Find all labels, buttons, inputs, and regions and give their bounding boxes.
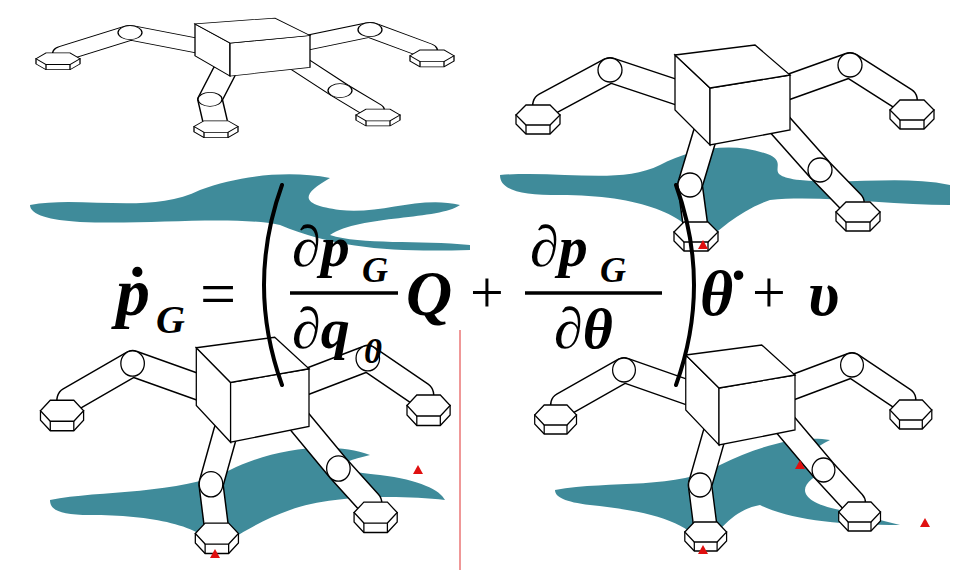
- contact-marker: [210, 240, 930, 558]
- equation-term: Q: [406, 262, 452, 326]
- equation-term: G: [600, 252, 626, 288]
- equation-term: 0: [364, 333, 382, 369]
- equation-term: ∂θ: [554, 300, 613, 358]
- equation-term: ∂p: [530, 218, 588, 276]
- equation-term: θ̇: [700, 262, 733, 326]
- equation-bracket: [264, 185, 694, 385]
- equation-term: ∂q: [292, 300, 350, 358]
- support-region: [30, 148, 950, 550]
- equation-term: ṗ: [116, 258, 150, 326]
- equation-term: +: [470, 262, 504, 322]
- equation-term: G: [362, 252, 388, 288]
- equation-term: υ: [808, 262, 839, 326]
- equation-term: ∂p: [292, 218, 350, 276]
- equation-term: +: [752, 262, 786, 322]
- equation-term: =: [200, 262, 236, 326]
- robot-figure: [36, 18, 934, 553]
- equation-term: G: [156, 300, 185, 340]
- guide-line: [460, 330, 461, 570]
